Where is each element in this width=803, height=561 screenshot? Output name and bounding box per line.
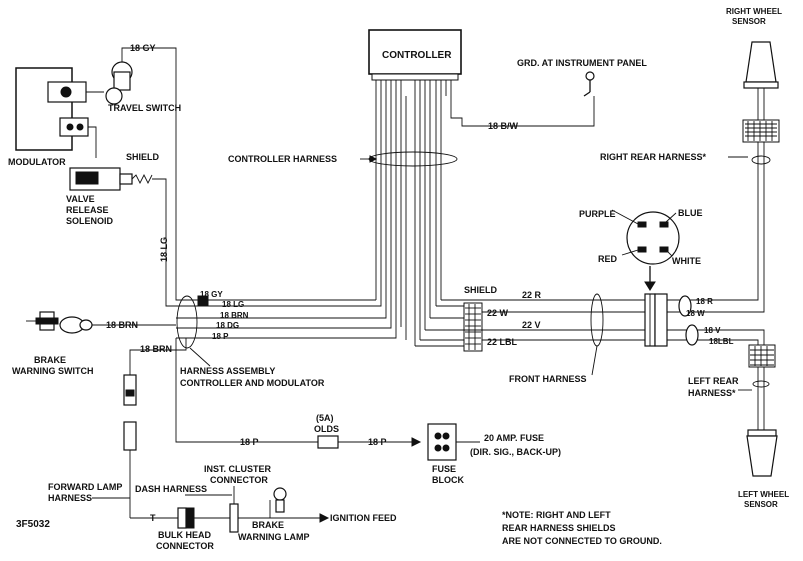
forward-lamp-harness-line2: HARNESS [48, 493, 92, 503]
valve-release-solenoid: SHIELD VALVE RELEASE SOLENOID 18 LG [66, 152, 203, 307]
wire-18brn: 18 BRN [220, 311, 249, 320]
front-harness-label: FRONT HARNESS [509, 374, 587, 384]
fuse-olds: OLDS [314, 424, 339, 434]
note-block: *NOTE: RIGHT AND LEFT REAR HARNESS SHIEL… [502, 510, 662, 546]
wire-18w-right: 18 W [686, 309, 705, 318]
left-wheel-sensor-line2: SENSOR [744, 500, 778, 509]
bulk-head-line2: CONNECTOR [156, 541, 214, 551]
wire-22r: 22 R [522, 290, 542, 300]
brown-wire-down: 18 BRN FORWARD LAMP HARNESS [48, 338, 187, 518]
solenoid-line1: VALVE [66, 194, 95, 204]
wire-22w: 22 W [487, 308, 509, 318]
wire-18p-left: 18 P [240, 437, 259, 447]
modulator: MODULATOR [8, 67, 104, 167]
fuse-line: 18 P (5A) OLDS 18 P [175, 338, 422, 449]
wire-22lbl: 22 LBL [487, 337, 518, 347]
solenoid-line3: SOLENOID [66, 216, 114, 226]
fuse-5a: (5A) [316, 413, 334, 423]
wire-18lg-vert: 18 LG [159, 237, 169, 262]
note-line1: *NOTE: RIGHT AND LEFT [502, 510, 611, 520]
pin-purple: PURPLE [579, 209, 616, 219]
shield-front-label: SHIELD [464, 285, 498, 295]
right-wheel-sensor-line2: SENSOR [732, 17, 766, 26]
brake-warning-switch-line2: WARNING SWITCH [12, 366, 94, 376]
wire-18bw: 18 B/W [488, 121, 519, 131]
left-wheel-sensor-line1: LEFT WHEEL [738, 490, 789, 499]
four-pin-connector: PURPLE BLUE RED WHITE [579, 208, 703, 291]
controller-label: CONTROLLER [382, 50, 452, 61]
bulk-head-line1: BULK HEAD [158, 530, 211, 540]
wire-18dg: 18 DG [216, 321, 239, 330]
right-wheel-sensor: RIGHT WHEEL SENSOR [686, 7, 782, 313]
harness-assembly-line1: HARNESS ASSEMBLY [180, 366, 275, 376]
shield-top-label: SHIELD [126, 152, 160, 162]
harness-assembly: 18 GY 18 LG 18 BRN 18 DG 18 P HARNESS AS… [176, 290, 397, 388]
note-line2: REAR HARNESS SHIELDS [502, 523, 616, 533]
harness-assembly-line2: CONTROLLER AND MODULATOR [180, 378, 325, 388]
wire-18p-right: 18 P [368, 437, 387, 447]
fuse-block: FUSE BLOCK 20 AMP. FUSE (DIR. SIG., BACK… [427, 423, 561, 485]
fuse-block-line2: BLOCK [432, 475, 464, 485]
wire-18v-right: 18 V [704, 326, 721, 335]
right-wheel-sensor-line1: RIGHT WHEEL [726, 7, 782, 16]
controller-harness-label: CONTROLLER HARNESS [228, 154, 337, 164]
controller-module: CONTROLLER [368, 29, 462, 96]
wire-18brn-switch: 18 BRN [106, 320, 138, 330]
left-rear-harness-line2: HARNESS* [688, 388, 736, 398]
fuse-20amp-line1: 20 AMP. FUSE [484, 433, 544, 443]
wire-18p: 18 P [212, 332, 229, 341]
brake-warning-lamp-line1: BRAKE [252, 520, 284, 530]
forward-lamp-harness-line1: FORWARD LAMP [48, 482, 122, 492]
figure-id: 3F5032 [16, 519, 50, 530]
pin-white: WHITE [672, 256, 701, 266]
left-rear-harness-line1: LEFT REAR [688, 376, 739, 386]
solenoid-line2: RELEASE [66, 205, 109, 215]
brake-warning-switch-line1: BRAKE [34, 355, 66, 365]
bulk-head-section: DASH HARNESS INST. CLUSTER CONNECTOR T I… [130, 464, 397, 551]
controller-harness-sleeve [368, 151, 458, 167]
brake-warning-switch: 18 BRN BRAKE WARNING SWITCH [12, 311, 176, 376]
ignition-feed-label: IGNITION FEED [330, 513, 397, 523]
note-line3: ARE NOT CONNECTED TO GROUND. [502, 536, 662, 546]
wire-18r-right: 18 R [696, 297, 713, 306]
wire-18lbl-right: 18LBL [709, 337, 734, 346]
front-harness: SHIELD 22 R 22 W 22 V 22 LBL FRONT HARNE… [415, 285, 765, 384]
fuse-block-line1: FUSE [432, 464, 456, 474]
fuse-20amp-line2: (DIR. SIG., BACK-UP) [470, 447, 561, 457]
controller-harness-bundle [375, 96, 595, 346]
travel-switch-label: TRAVEL SWITCH [108, 103, 181, 113]
inst-cluster-line1: INST. CLUSTER [204, 464, 272, 474]
inst-cluster-line2: CONNECTOR [210, 475, 268, 485]
ground-instrument-panel: GRD. AT INSTRUMENT PANEL [517, 58, 647, 97]
travel-switch: TRAVEL SWITCH 18 GY [105, 43, 203, 301]
wire-18gy-top: 18 GY [130, 43, 156, 53]
dash-harness-label: DASH HARNESS [135, 484, 207, 494]
right-rear-harness-label: RIGHT REAR HARNESS* [600, 152, 707, 162]
modulator-label: MODULATOR [8, 157, 66, 167]
wire-18gy: 18 GY [200, 290, 223, 299]
wire-22v: 22 V [522, 320, 541, 330]
pin-red: RED [598, 254, 618, 264]
wire-18brn-vert: 18 BRN [140, 344, 172, 354]
right-rear-harness-sleeve [751, 155, 771, 165]
left-wheel-sensor: LEFT REAR HARNESS* LEFT WHEEL SENSOR [688, 344, 789, 509]
pin-blue: BLUE [678, 208, 703, 218]
grd-label: GRD. AT INSTRUMENT PANEL [517, 58, 647, 68]
wire-18lg: 18 LG [222, 300, 244, 309]
brake-warning-lamp-line2: WARNING LAMP [238, 532, 310, 542]
